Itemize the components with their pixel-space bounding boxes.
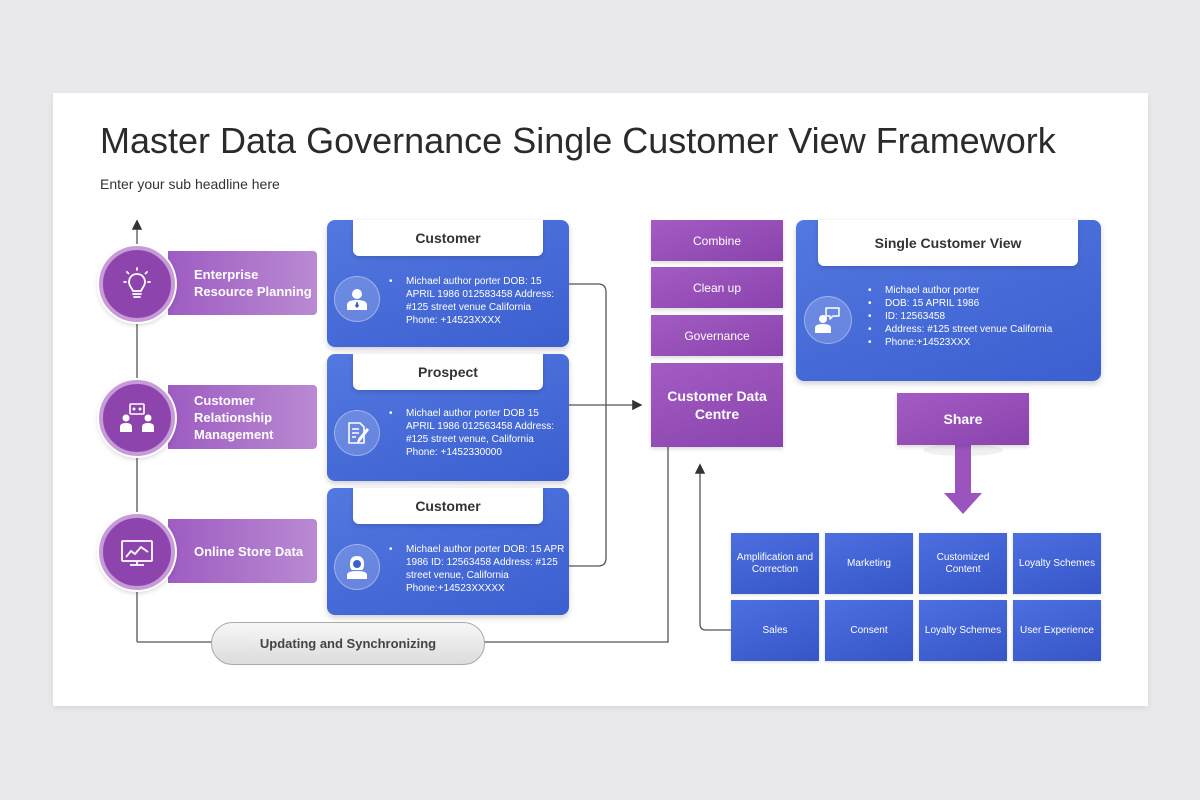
- source-label-erp: Enterprise Resource Planning: [168, 251, 317, 315]
- source-erp-text: Enterprise Resource Planning: [194, 267, 312, 299]
- source-online-store-text: Online Store Data: [194, 543, 304, 559]
- prospect-card-title: Prospect: [353, 354, 543, 390]
- source-online-store-badge: [99, 514, 175, 590]
- outcomes-to-centre-arrow: [694, 463, 731, 631]
- single-customer-view-card: Single Customer View Michael author port…: [796, 220, 1101, 381]
- customer-card-2-title: Customer: [353, 488, 543, 524]
- customer-card-1-text: Michael author porter DOB: 15 APRIL 1986…: [389, 275, 565, 327]
- team-meeting-icon: [120, 403, 154, 432]
- scv-body: Michael author porter DOB: 15 APRIL 1986…: [868, 284, 1093, 349]
- scv-item: Phone:+14523XXX: [868, 336, 1093, 349]
- outcome-marketing: Marketing: [825, 533, 913, 594]
- page-title: Master Data Governance Single Customer V…: [100, 120, 1056, 161]
- share-down-arrow: [944, 445, 982, 514]
- woman-icon: [347, 556, 367, 579]
- cards-bracket-line: [568, 283, 607, 567]
- prospect-card-icon-wrap: [334, 410, 380, 456]
- outcome-consent: Consent: [825, 600, 913, 661]
- prospect-card: Prospect Michael author porter DOB 15 AP…: [327, 354, 569, 481]
- prospect-card-body: Michael author porter DOB 15 APRIL 1986 …: [389, 407, 565, 459]
- outcome-loyalty-schemes-2: Loyalty Schemes: [919, 600, 1007, 661]
- source-label-crm: Customer Relationship Management: [168, 385, 317, 449]
- source-crm-badge: [99, 380, 175, 456]
- outcome-user-experience: User Experience: [1013, 600, 1101, 661]
- source-label-online-store: Online Store Data: [168, 519, 317, 583]
- customer-card-2-icon-wrap: [334, 544, 380, 590]
- outcome-amplification: Amplification and Correction: [731, 533, 819, 594]
- customer-card-1-icon-wrap: [334, 276, 380, 322]
- monitor-chart-icon: [121, 540, 153, 566]
- person-icon: [347, 289, 367, 310]
- share-box: Share: [897, 393, 1029, 445]
- customer-card-1: Customer Michael author porter DOB: 15 A…: [327, 220, 569, 347]
- customer-card-2: Customer Michael author porter DOB: 15 A…: [327, 488, 569, 615]
- outcome-customized-content: Customized Content: [919, 533, 1007, 594]
- updating-synchronizing-pill: Updating and Synchronizing: [211, 622, 485, 665]
- document-pen-icon: [348, 422, 369, 444]
- scv-title: Single Customer View: [818, 220, 1078, 266]
- scv-item: Address: #125 street venue California: [868, 323, 1093, 336]
- customer-card-2-body: Michael author porter DOB: 15 APR 1986 I…: [389, 543, 565, 595]
- source-crm-text: Customer Relationship Management: [194, 392, 274, 442]
- customer-data-centre: Customer Data Centre: [651, 363, 783, 447]
- step-governance: Governance: [651, 315, 783, 356]
- step-clean-up: Clean up: [651, 267, 783, 308]
- outcome-loyalty-schemes-1: Loyalty Schemes: [1013, 533, 1101, 594]
- step-combine: Combine: [651, 220, 783, 261]
- prospect-card-text: Michael author porter DOB 15 APRIL 1986 …: [389, 407, 565, 459]
- scv-item: ID: 12563458: [868, 310, 1093, 323]
- source-erp-badge: [99, 246, 175, 322]
- customer-card-1-title: Customer: [353, 220, 543, 256]
- lightbulb-icon: [123, 267, 151, 298]
- page-subtitle: Enter your sub headline here: [100, 176, 280, 192]
- customer-card-2-text: Michael author porter DOB: 15 APR 1986 I…: [389, 543, 565, 595]
- scv-icon-wrap: [804, 296, 852, 344]
- customer-card-1-body: Michael author porter DOB: 15 APRIL 1986…: [389, 275, 565, 327]
- outcome-sales: Sales: [731, 600, 819, 661]
- person-speech-icon: [815, 307, 840, 333]
- scv-item: Michael author porter: [868, 284, 1093, 297]
- scv-item: DOB: 15 APRIL 1986: [868, 297, 1093, 310]
